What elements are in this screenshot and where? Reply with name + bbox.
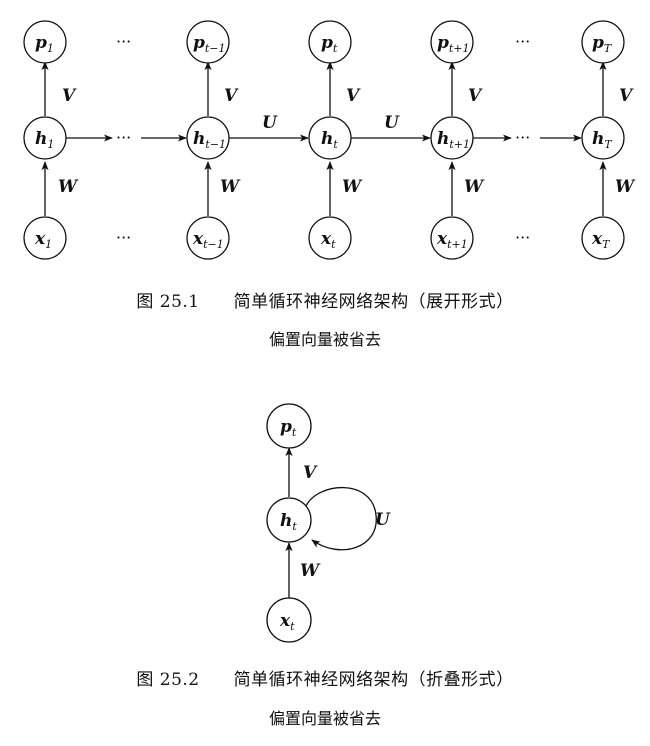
node-x-T-label: xT (591, 229, 611, 251)
figure2-title: 简单循环神经网络架构（折叠形式） (233, 670, 514, 690)
node-h1-label: h1 (35, 129, 54, 151)
node-x-t (308, 216, 352, 260)
ellipsis-p-left: ··· (116, 32, 131, 51)
figure-unrolled: p1 h1 x1 V W pt−1 ht−1 xt−1 V W (23, 20, 636, 260)
ellipsis-h-right: ··· (515, 128, 530, 147)
figure1-caption: 图 25.1 简单循环神经网络架构（展开形式） (0, 287, 650, 312)
node-p1-label: p1 (35, 33, 54, 55)
edge-label-V-5: V (619, 86, 634, 106)
edge-label-V-1: V (62, 86, 77, 106)
edge-label-V-4: V (468, 86, 483, 106)
ellipsis-p-right: ··· (515, 32, 530, 51)
node-x-T (581, 216, 625, 260)
edge-label-W-1: W (58, 177, 79, 197)
node-x1 (23, 216, 67, 260)
column-1: p1 h1 x1 V W (23, 20, 79, 260)
edge-label-W-folded: W (300, 561, 321, 581)
figure2-label: 图 25.2 (136, 670, 200, 690)
node-h-t-minus-1-label: ht−1 (193, 129, 226, 151)
edge-h-self-loop (305, 486, 377, 551)
node-x-t-minus-1 (186, 216, 230, 260)
node-x-t-minus-1-label: xt−1 (192, 229, 224, 251)
figure2-caption: 图 25.2 简单循环神经网络架构（折叠形式） (0, 665, 650, 690)
edge-label-U-1: U (262, 113, 278, 133)
node-p-t-plus-1 (430, 20, 474, 64)
node-x-t-plus-1 (430, 216, 474, 260)
edge-label-W-3: W (342, 177, 363, 197)
figure1-label: 图 25.1 (136, 292, 200, 312)
node-x-t-label: xt (320, 229, 336, 251)
node-x-t-plus-1-label: xt+1 (436, 229, 468, 251)
node-x1-label: x1 (34, 229, 52, 251)
node-p-T (581, 20, 625, 64)
node-p-t-folded (266, 403, 312, 449)
edge-label-V-3: V (346, 86, 361, 106)
figure1-note: 偏置向量被省去 (268, 330, 381, 349)
edge-label-W-2: W (220, 177, 241, 197)
edge-label-V-folded: V (303, 463, 318, 483)
node-p1 (23, 20, 67, 64)
node-p-t-label: pt (321, 33, 338, 55)
edge-label-W-4: W (464, 177, 485, 197)
figure2-note: 偏置向量被省去 (268, 709, 381, 728)
node-h-t-folded (266, 497, 312, 543)
node-p-t-minus-1-label: pt−1 (193, 33, 226, 55)
node-h-t-folded-label: ht (280, 511, 297, 533)
column-t-plus-1: pt+1 ht+1 xt+1 V W (430, 20, 485, 260)
node-h-T-label: hT (592, 129, 613, 151)
figure1-title: 简单循环神经网络架构（展开形式） (233, 292, 514, 312)
node-h-t-label: ht (321, 129, 338, 151)
node-x-t-folded (266, 597, 312, 643)
figure-folded: pt ht xt V W U (266, 403, 391, 643)
edge-label-W-5: W (615, 177, 636, 197)
edge-label-U-folded: U (375, 510, 391, 530)
column-T: pT hT xT V W (581, 20, 636, 260)
node-p-t-minus-1 (186, 20, 230, 64)
ellipsis-h-left: ··· (116, 128, 131, 147)
node-x-t-folded-label: xt (279, 611, 295, 633)
node-p-t-plus-1-label: pt+1 (437, 33, 470, 55)
ellipsis-x-right: ··· (515, 228, 530, 247)
node-p-t (308, 20, 352, 64)
ellipsis-x-left: ··· (116, 228, 131, 247)
node-h-T (581, 116, 625, 160)
edge-label-U-2: U (384, 113, 400, 133)
column-t: pt ht xt V W (308, 20, 363, 260)
column-t-minus-1: pt−1 ht−1 xt−1 V W (186, 20, 241, 260)
node-h-t-plus-1-label: ht+1 (437, 129, 470, 151)
edge-label-V-2: V (224, 86, 239, 106)
node-p-t-folded-label: pt (280, 417, 297, 439)
node-p-T-label: pT (592, 33, 613, 55)
